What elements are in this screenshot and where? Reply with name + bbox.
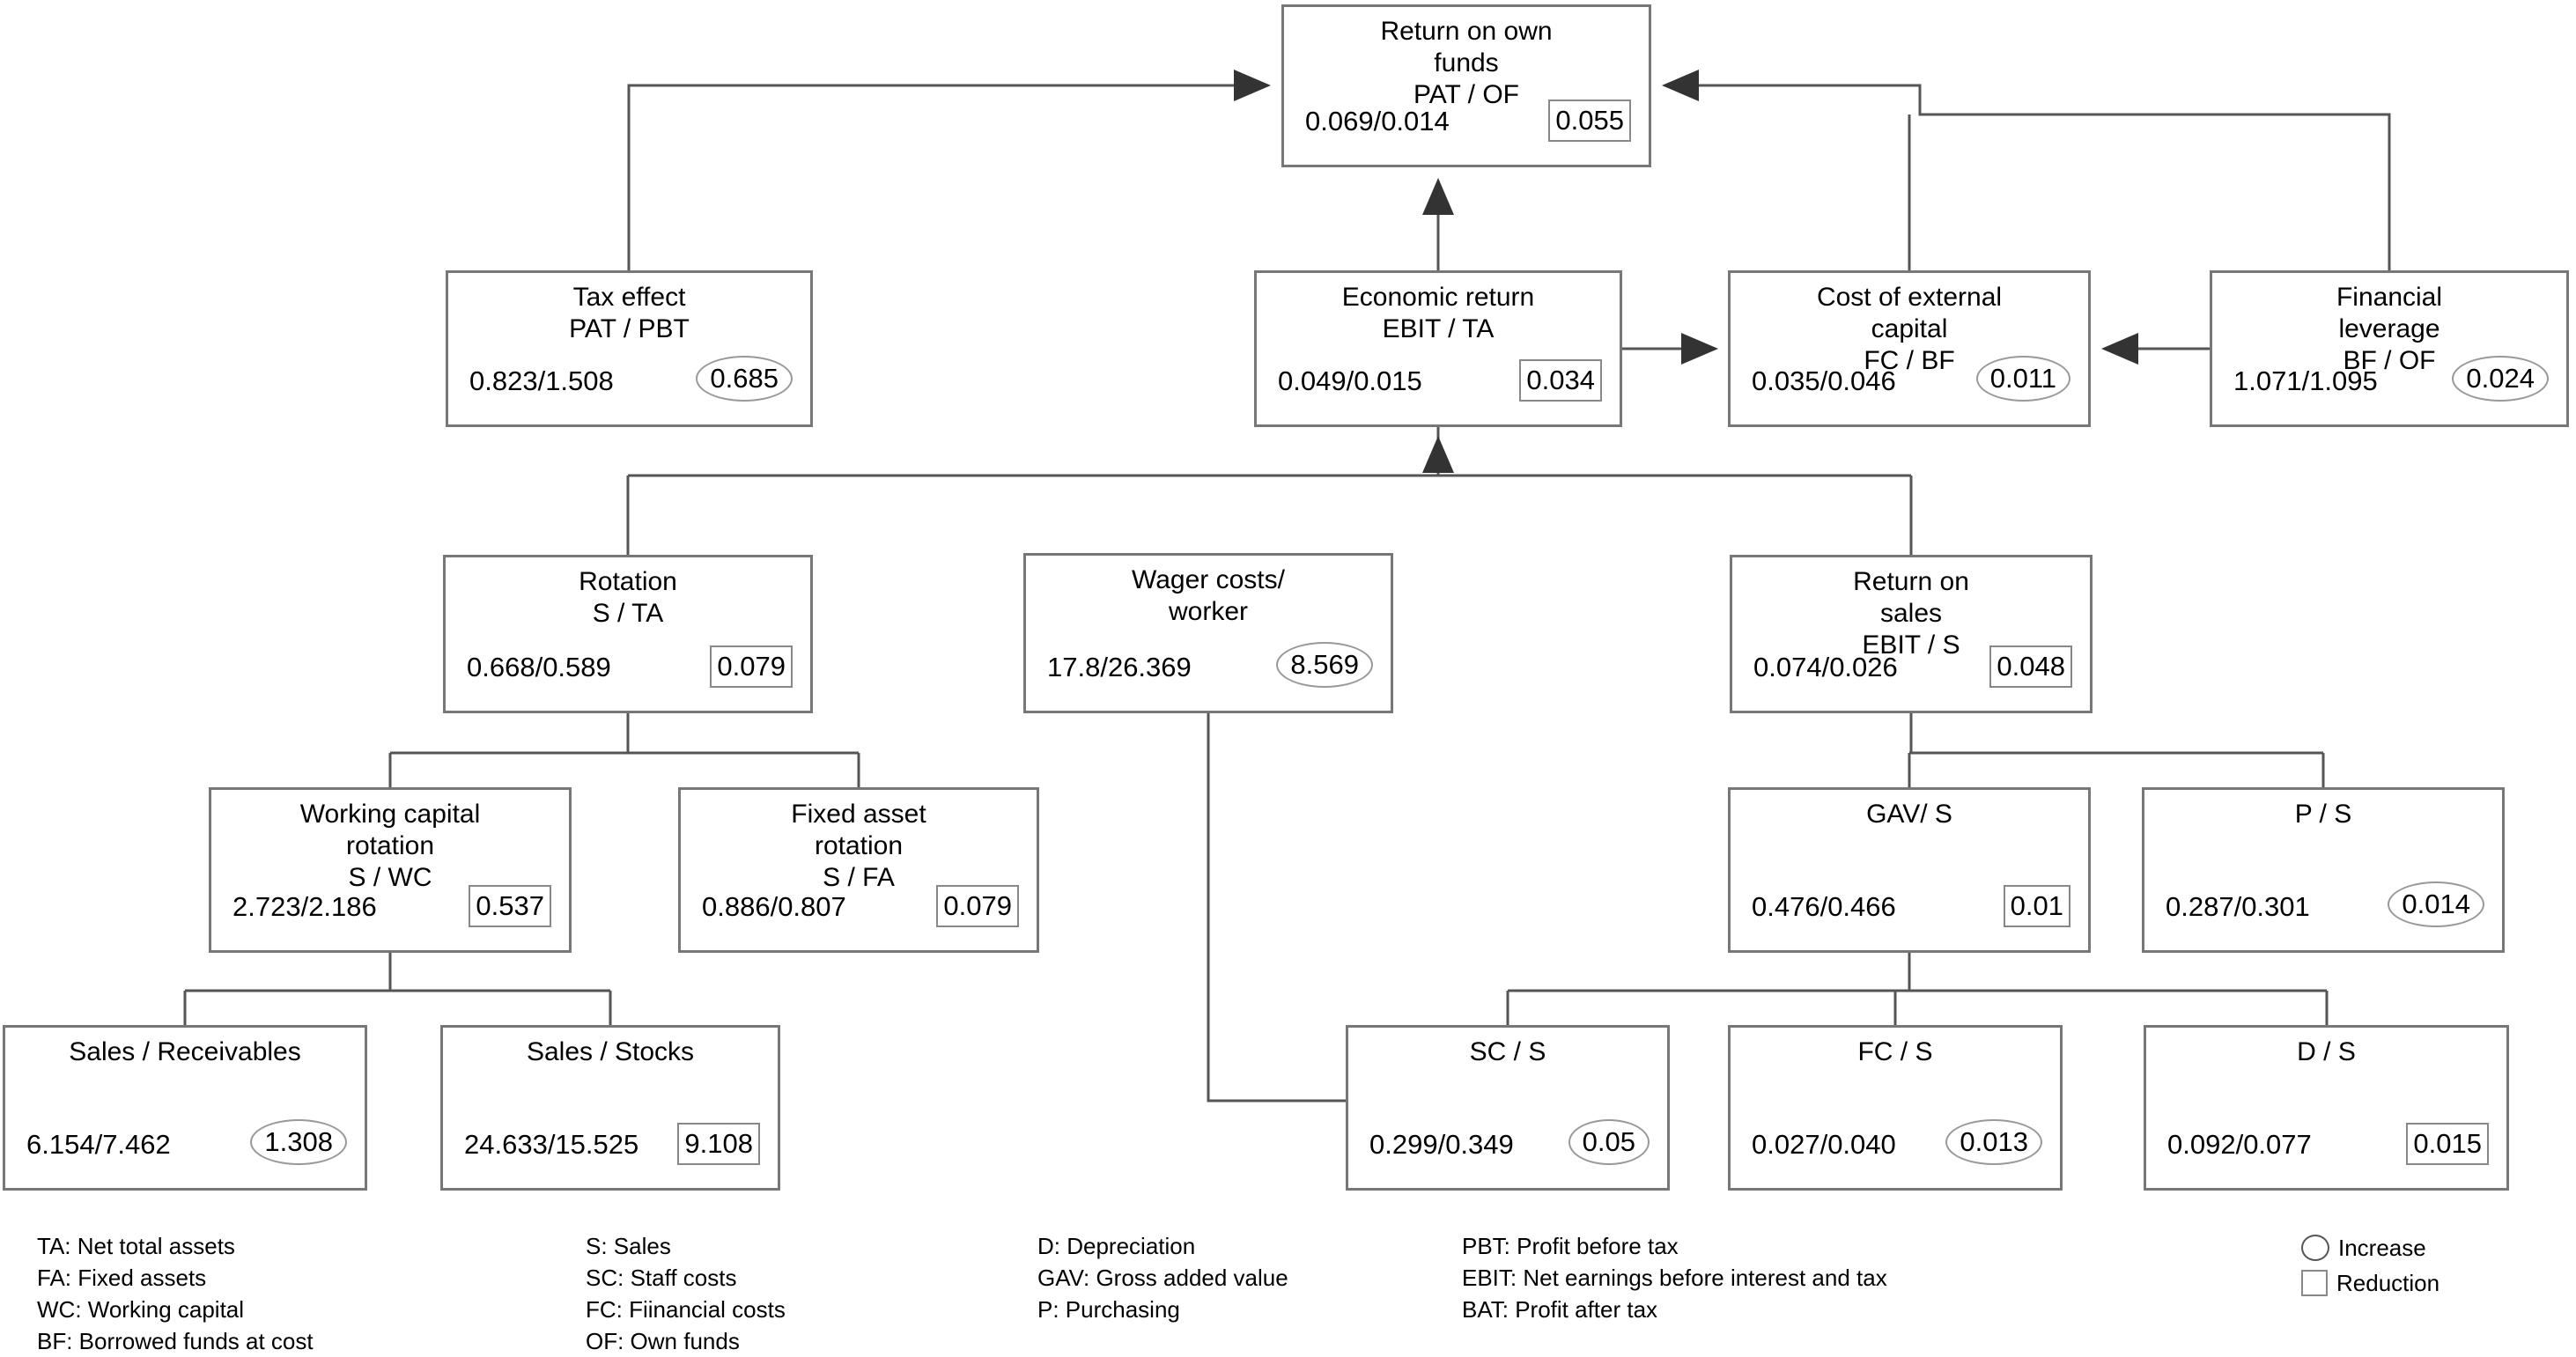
node-ratio: 0.092/0.077 [2167,1129,2312,1160]
legend-increase-row: Increase [2301,1230,2439,1265]
node-title: Rotation S / TA [579,567,677,628]
node-title: SC / S [1469,1037,1546,1066]
node-ratio: 1.071/1.095 [2233,365,2378,396]
node-sales-stocks[interactable]: Sales / Stocks 24.633/15.525 9.108 [440,1025,780,1191]
legend-column-col-1: TA: Net total assets FA: Fixed assets WC… [37,1233,314,1354]
node-values: 2.723/2.186 0.537 [211,885,569,927]
node-delta-reduction: 0.079 [936,885,1019,927]
node-title: P / S [2294,800,2352,829]
node-ratio: 6.154/7.462 [26,1129,171,1160]
node-title: Return on own funds PAT / OF [1380,17,1553,109]
node-tax-effect[interactable]: Tax effect PAT / PBT 0.823/1.508 0.685 [446,270,813,427]
node-title: Tax effect PAT / PBT [569,283,690,343]
node-title: GAV/ S [1866,800,1952,829]
node-ratio: 0.299/0.349 [1369,1129,1514,1160]
node-title: Working capital rotation S / WC [299,800,481,892]
node-gav-s[interactable]: GAV/ S 0.476/0.466 0.01 [1728,787,2091,953]
node-title: Return on sales EBIT / S [1853,567,1969,660]
node-title: FC / S [1857,1037,1933,1066]
node-values: 0.668/0.589 0.079 [446,645,810,688]
legend-column-col-3: D: Depreciation GAV: Gross added value P… [1037,1233,1288,1323]
node-ratio: 17.8/26.369 [1047,652,1192,682]
node-title: Financial leverage BF / OF [2336,283,2443,375]
ellipse-icon [2301,1235,2329,1261]
node-delta-reduction: 0.048 [1989,645,2072,688]
legend-key: Increase Reduction [2301,1230,2439,1301]
legend-reduction-label: Reduction [2336,1270,2440,1296]
node-title: Wager costs/ worker [1132,565,1285,626]
node-values: 1.071/1.095 0.024 [2212,356,2566,402]
legend-column-col-4: PBT: Profit before tax EBIT: Net earning… [1462,1233,1887,1323]
node-title: Economic return EBIT / TA [1341,283,1535,343]
node-values: 0.092/0.077 0.015 [2146,1123,2506,1165]
node-ratio: 0.035/0.046 [1752,365,1896,396]
node-ratio: 2.723/2.186 [233,891,377,922]
legend-column-col-2: S: Sales SC: Staff costs FC: Fiinancial … [586,1233,786,1354]
node-values: 0.069/0.014 0.055 [1284,100,1649,142]
node-delta-increase: 8.569 [1276,642,1373,688]
node-ratio: 24.633/15.525 [464,1129,639,1160]
node-delta-reduction: 0.015 [2406,1123,2489,1165]
node-wager-costs-worker[interactable]: Wager costs/ worker 17.8/26.369 8.569 [1023,553,1393,713]
node-ratio: 0.074/0.026 [1753,652,1898,682]
node-values: 24.633/15.525 9.108 [443,1123,778,1165]
node-sc-s[interactable]: SC / S 0.299/0.349 0.05 [1346,1025,1670,1191]
node-fc-s[interactable]: FC / S 0.027/0.040 0.013 [1728,1025,2063,1191]
node-delta-reduction: 0.079 [710,645,793,688]
node-title: Fixed asset rotation S / FA [791,800,926,892]
node-values: 0.886/0.807 0.079 [681,885,1037,927]
node-delta-increase: 1.308 [250,1119,347,1165]
node-ratio: 0.668/0.589 [467,652,611,682]
node-economic-return[interactable]: Economic return EBIT / TA 0.049/0.015 0.03… [1254,270,1622,427]
node-values: 0.027/0.040 0.013 [1731,1119,2060,1165]
node-d-s[interactable]: D / S 0.092/0.077 0.015 [2144,1025,2509,1191]
node-title: Sales / Receivables [69,1037,301,1066]
legend: TA: Net total assets FA: Fixed assets WC… [0,1223,2576,1354]
node-delta-reduction: 0.055 [1548,100,1631,142]
legend-increase-label: Increase [2338,1235,2426,1261]
node-sales-receivables[interactable]: Sales / Receivables 6.154/7.462 1.308 [3,1025,367,1191]
node-delta-increase: 0.013 [1945,1119,2042,1165]
node-title: Cost of external capital FC / BF [1816,283,2003,375]
node-ratio: 0.476/0.466 [1752,891,1896,922]
node-delta-increase: 0.024 [2452,356,2549,402]
node-values: 0.476/0.466 0.01 [1731,885,2088,927]
node-ratio: 0.886/0.807 [702,891,846,922]
node-delta-reduction: 0.034 [1519,359,1602,402]
node-delta-increase: 0.014 [2388,881,2484,927]
node-title: Sales / Stocks [526,1037,695,1066]
node-ratio: 0.069/0.014 [1305,106,1450,136]
node-ratio: 0.027/0.040 [1752,1129,1896,1160]
node-values: 0.823/1.508 0.685 [448,356,810,402]
node-delta-increase: 0.011 [1975,356,2070,402]
node-values: 0.287/0.301 0.014 [2144,881,2502,927]
node-delta-increase: 0.685 [696,356,793,402]
node-rotation[interactable]: Rotation S / TA 0.668/0.589 0.079 [443,555,813,713]
node-values: 0.035/0.046 0.011 [1731,356,2088,402]
legend-reduction-row: Reduction [2301,1265,2439,1301]
node-values: 17.8/26.369 8.569 [1026,642,1391,688]
node-ratio: 0.049/0.015 [1278,365,1422,396]
node-delta-reduction: 0.01 [2003,885,2070,927]
node-delta-increase: 0.05 [1568,1119,1650,1165]
node-delta-reduction: 0.537 [469,885,551,927]
node-title: D / S [2297,1037,2356,1066]
node-values: 0.049/0.015 0.034 [1257,359,1620,402]
square-icon [2301,1270,2328,1296]
node-ratio: 0.287/0.301 [2166,891,2310,922]
node-values: 6.154/7.462 1.308 [5,1119,365,1165]
node-values: 0.074/0.026 0.048 [1732,645,2090,688]
node-values: 0.299/0.349 0.05 [1348,1119,1667,1165]
node-delta-reduction: 9.108 [677,1123,760,1165]
node-p-s[interactable]: P / S 0.287/0.301 0.014 [2142,787,2505,953]
node-ratio: 0.823/1.508 [469,365,614,396]
